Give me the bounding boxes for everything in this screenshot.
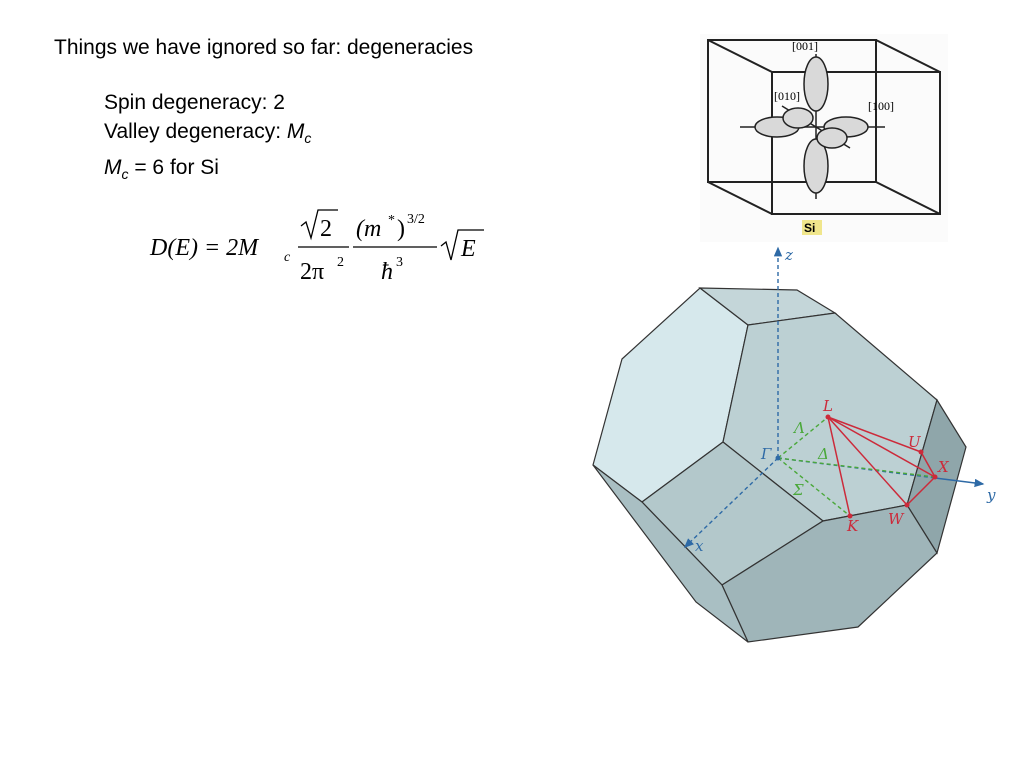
frac2-den-sup: 3 — [396, 255, 403, 270]
constant-energy-ellipsoids — [754, 56, 869, 194]
gamma-label: Γ — [760, 445, 772, 463]
K-label: K — [846, 517, 859, 535]
lambda-label: Λ — [792, 419, 805, 437]
axis-x-label: x — [695, 537, 704, 555]
eq-lhs: D(E) = 2M — [149, 235, 260, 261]
axis-y-label: y — [986, 486, 996, 504]
label-010: [010] — [774, 89, 800, 103]
spin-degeneracy: Spin degeneracy: 2 — [104, 91, 285, 114]
bz-points — [825, 414, 938, 519]
sqrt-variable: E — [460, 236, 476, 262]
si-label-bg — [802, 220, 822, 235]
U-label: U — [908, 433, 922, 451]
si-label: Si — [804, 221, 815, 235]
frac1-den-sup: 2 — [337, 255, 344, 270]
dos-equation: D(E) = 2M c 2 2π 2 (m * ) 3/2 ħ 3 E — [149, 209, 484, 285]
L-label: L — [822, 397, 833, 415]
label-100: [100] — [868, 99, 894, 113]
mc-symbol: M — [104, 156, 122, 180]
frac2-denominator: ħ — [381, 259, 393, 285]
si-valley-figure: [001] [010] [100] Si — [700, 34, 948, 242]
axis-z-label: z — [784, 246, 793, 264]
unit-cube — [707, 39, 941, 215]
valley-symbol: M — [286, 120, 305, 143]
bz-face-lower-left — [592, 464, 749, 643]
frac2-close: ) — [397, 216, 405, 242]
valley-label: Valley degeneracy: — [104, 120, 287, 143]
label-001: [001] — [792, 39, 818, 53]
mc-rest: = 6 for Si — [128, 156, 219, 180]
frac2-num-sup: 3/2 — [407, 212, 425, 227]
valley-subscript: c — [304, 130, 312, 147]
bz-symmetry-lines — [777, 416, 936, 517]
slide-title: Things we have ignored so far: degenerac… — [54, 36, 474, 59]
sigma-label: Σ — [792, 481, 804, 499]
delta-label: Δ — [817, 445, 829, 463]
X-label: X — [937, 458, 950, 476]
eq-lhs-sub: c — [284, 250, 291, 265]
frac1-numerator: 2 — [320, 216, 332, 242]
brillouin-zone-figure: z y x Γ L U X K W Λ Δ Σ — [592, 246, 996, 643]
frac2-numerator: (m — [356, 216, 381, 242]
mc-value: Mc = 6 for Si — [104, 153, 311, 189]
degeneracy-list: Spin degeneracy: 2 Valley degeneracy: Mc… — [104, 88, 311, 189]
bz-high-symmetry-path — [827, 416, 936, 517]
gamma-point — [775, 455, 781, 461]
sqrt-sign-1 — [300, 209, 338, 241]
frac2-star: * — [388, 213, 395, 228]
sqrt-sign-2 — [440, 229, 484, 261]
mc-subscript: c — [121, 166, 129, 183]
frac1-denominator: 2π — [300, 259, 324, 285]
W-label: W — [888, 510, 905, 528]
valley-degeneracy: Valley degeneracy: Mc — [104, 117, 311, 153]
